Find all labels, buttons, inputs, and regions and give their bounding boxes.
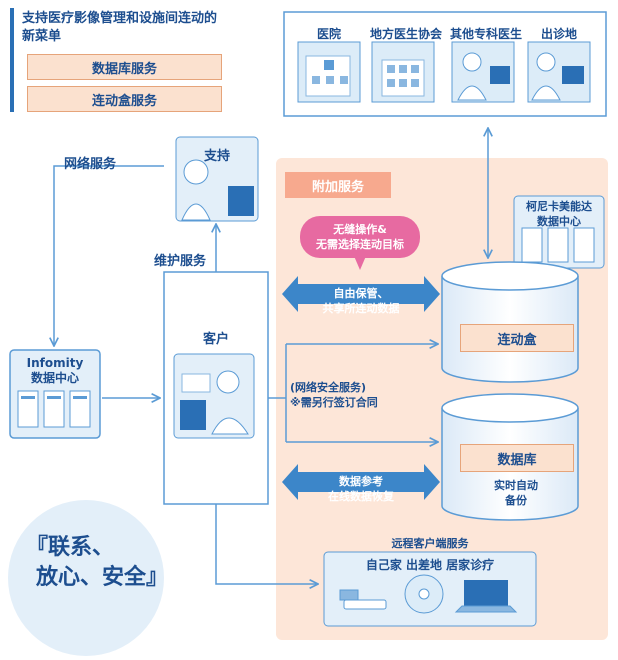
realtime-line1: 实时自动 <box>494 479 538 492</box>
realtime-line2: 备份 <box>505 494 527 507</box>
link-box-label: 连动盒 <box>460 324 574 352</box>
konica-datacenter-text: 数据中心 <box>537 215 581 228</box>
legend-link-box-service: 连动盒服务 <box>27 86 222 112</box>
infomity-name: Infomity <box>26 356 84 370</box>
bubble-line2: 无需选择连动目标 <box>316 238 404 251</box>
label-other-specialist: 其他专科医生 <box>449 27 522 41</box>
seamless-operation-bubble: 无缝操作& 无需选择连动目标 <box>300 216 420 258</box>
bubble-tail <box>354 256 366 270</box>
store-share-line1: 自由保管、 <box>333 287 389 300</box>
bubble-line1: 无缝操作& <box>333 223 387 236</box>
slogan-circle <box>8 500 164 656</box>
data-recovery-line2: 在线数据恢复 <box>328 490 394 503</box>
konica-name: 柯尼卡美能达 <box>526 200 592 213</box>
realtime-backup-label: 实时自动 备份 <box>460 478 572 508</box>
legend-database-service: 数据库服务 <box>27 54 222 80</box>
network-note-line1: (网络安全服务) <box>290 381 367 394</box>
label-support: 支持 <box>204 149 231 164</box>
label-maintenance-service: 维护服务 <box>154 254 207 269</box>
remote-client-locations: 自己家 出差地 居家诊疗 <box>365 558 495 572</box>
database-label: 数据库 <box>460 444 574 472</box>
data-recovery-text: 数据参考 在线数据恢复 <box>298 474 424 504</box>
addon-service-tag: 附加服务 <box>285 172 391 198</box>
specialist-doctor-illustration <box>451 41 515 103</box>
label-hospital: 医院 <box>316 27 341 41</box>
network-security-note: (网络安全服务) ※需另行签订合同 <box>290 380 378 410</box>
network-service-line <box>54 165 164 346</box>
label-customer: 客户 <box>202 332 229 347</box>
legend-title: 支持医疗影像管理和设施间连动的 新菜单 <box>22 10 242 46</box>
data-recovery-arrow <box>282 464 440 500</box>
label-network-service: 网络服务 <box>64 157 117 172</box>
visit-site-illustration <box>527 41 591 103</box>
customer-doctor-illustration <box>173 353 255 439</box>
store-share-text: 自由保管、 共享所连动数据 <box>298 286 424 316</box>
legend-title-line1: 支持医疗影像管理和设施间连动的 <box>22 11 218 26</box>
label-local-association: 地方医生协会 <box>369 27 442 41</box>
network-note-line2: ※需另行签订合同 <box>290 396 378 409</box>
label-visit-site: 出诊地 <box>540 27 577 41</box>
slogan-line1: 『联系、 <box>26 534 115 560</box>
support-illustration <box>175 136 259 222</box>
hospital-illustration <box>297 41 361 103</box>
association-building-illustration <box>371 41 435 103</box>
slogan: 『联系、 放心、安全』 <box>26 532 168 592</box>
store-share-line2: 共享所连动数据 <box>322 302 400 315</box>
legend-title-line2: 新菜单 <box>22 29 62 44</box>
disc-icon <box>404 574 444 614</box>
usb-drive-icon <box>339 589 387 610</box>
store-share-arrow <box>282 276 440 312</box>
slogan-line2: 放心、安全』 <box>36 564 169 590</box>
laptop-icon <box>454 580 518 613</box>
legend-accent-bar <box>10 8 14 112</box>
infomity-datacenter-text: 数据中心 <box>30 371 79 385</box>
infomity-server-icon <box>17 390 91 428</box>
remote-client-title: 远程客户端服务 <box>391 537 469 550</box>
remote-service-arrow <box>215 504 318 584</box>
data-recovery-line1: 数据参考 <box>339 475 383 488</box>
link-box-cylinder <box>441 261 579 383</box>
konica-datacenter-label: 柯尼卡美能达 数据中心 <box>514 199 604 229</box>
infomity-datacenter-label: Infomity 数据中心 <box>10 356 100 386</box>
konica-server-icon <box>521 227 595 263</box>
